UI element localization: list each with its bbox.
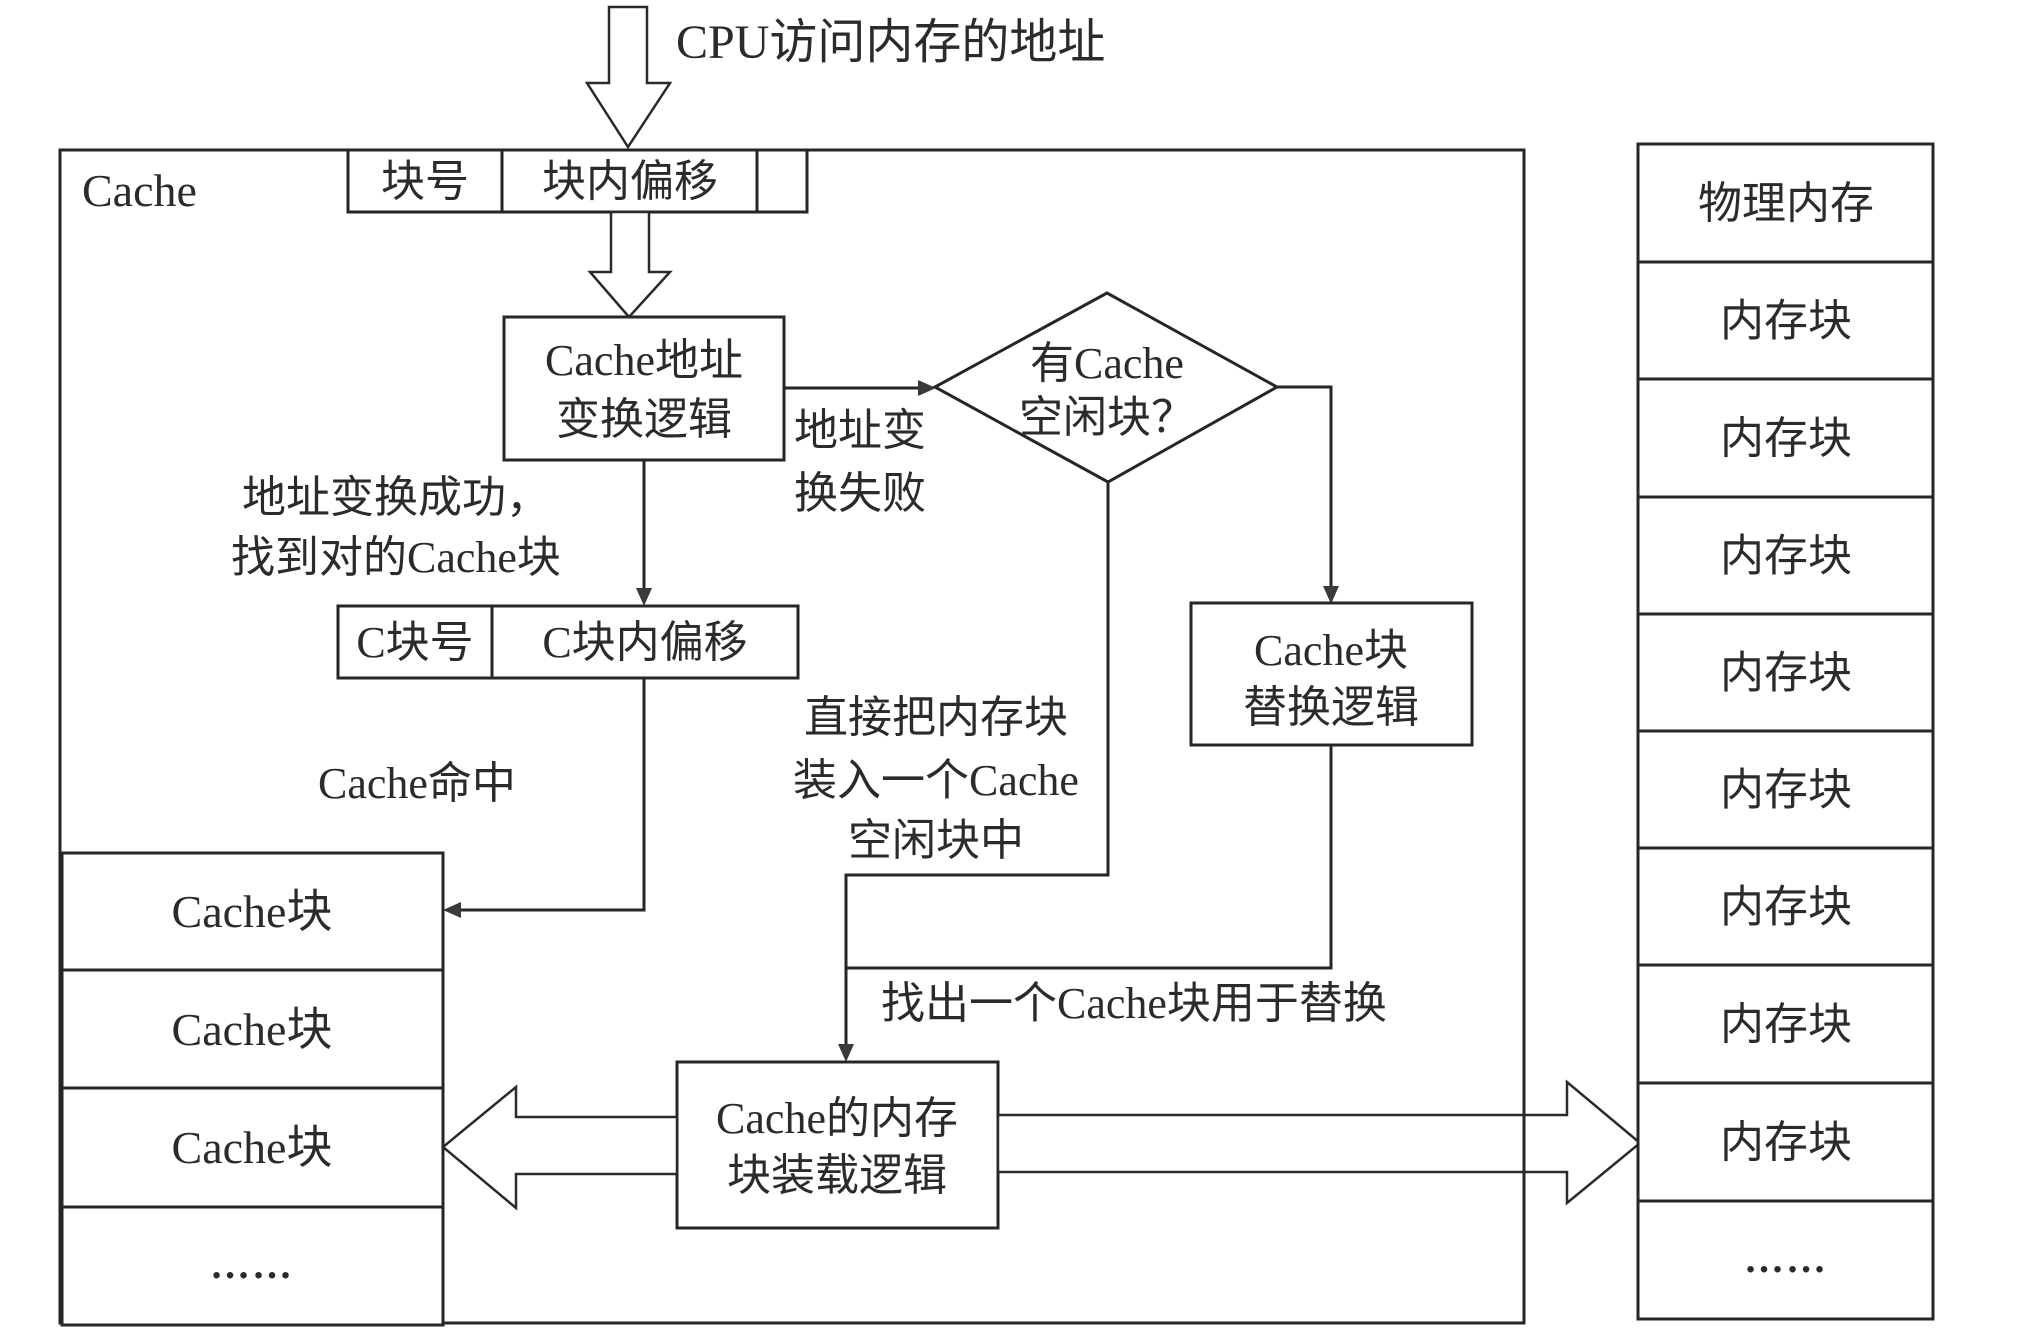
load-to-cache-arrow [441, 1084, 679, 1211]
memory-block: 内存块 [1720, 1000, 1852, 1049]
cache-block: Cache块 [172, 886, 333, 937]
replacement-logic-line2: 替换逻辑 [1243, 683, 1419, 732]
memory-block: 内存块 [1720, 532, 1852, 581]
address-to-logic-arrow [587, 210, 673, 319]
physical-memory-column: 物理内存内存块内存块内存块内存块内存块内存块内存块内存块…… [1636, 142, 1935, 1321]
memory-block: 内存块 [1720, 297, 1852, 346]
memory-block-ellipsis: …… [1744, 1236, 1828, 1281]
cache-block: Cache块 [172, 1122, 333, 1173]
load-free-label-line1: 直接把内存块 [804, 693, 1068, 742]
no-free-block-connector [1277, 385, 1333, 588]
arrowhead-icon [918, 380, 936, 396]
cache-address-fields-bar: C块号 C块内偏移 [336, 604, 800, 680]
replacement-label: 找出一个Cache块用于替换 [881, 979, 1387, 1028]
arrowhead-icon [838, 1044, 854, 1062]
cache-block-ellipsis: …… [210, 1242, 294, 1287]
block-offset-field: 块内偏移 [542, 157, 718, 206]
cache-block-offset-field: C块内偏移 [542, 618, 747, 667]
decision-line1: 有Cache [1030, 339, 1184, 388]
translate-fail-label-line2: 换失败 [794, 469, 926, 518]
arrowhead-icon [443, 902, 461, 918]
memory-block: 内存块 [1720, 414, 1852, 463]
translate-fail-label-line1: 地址变 [794, 406, 926, 455]
cache-block: Cache块 [172, 1004, 333, 1055]
free-block-decision: 有Cache 空闲块？ [931, 291, 1281, 484]
memory-block: 内存块 [1720, 649, 1852, 698]
physical-memory-title: 物理内存 [1698, 179, 1874, 228]
load-free-label-line3: 空闲块中 [848, 816, 1024, 865]
address-logic-line2: 变换逻辑 [556, 395, 732, 444]
cache-hit-label: Cache命中 [318, 759, 516, 808]
address-fields-bar: 块号 块内偏移 [346, 148, 809, 214]
replacement-connector [846, 745, 1333, 970]
load-logic-line2: 块装载逻辑 [727, 1151, 947, 1200]
replacement-logic-box: Cache块 替换逻辑 [1189, 601, 1474, 747]
block-number-field: 块号 [381, 157, 469, 206]
load-to-memory-arrow [996, 1079, 1642, 1206]
replacement-logic-line1: Cache块 [1254, 626, 1408, 675]
cache-blocks-column: Cache块 Cache块 Cache块 …… [60, 851, 445, 1327]
memory-block: 内存块 [1720, 766, 1852, 815]
input-address-arrow [584, 5, 673, 150]
input-address-label: CPU访问内存的地址 [676, 16, 1105, 69]
memory-block: 内存块 [1720, 883, 1852, 932]
address-translation-logic-box: Cache地址 变换逻辑 [502, 315, 786, 462]
cache-title: Cache [82, 165, 197, 216]
load-free-label-line2: 装入一个Cache [793, 756, 1079, 805]
translate-success-label-line2: 找到对的Cache块 [231, 533, 561, 582]
cache-block-number-field: C块号 [356, 618, 473, 667]
load-logic-line1: Cache的内存 [716, 1094, 958, 1143]
cache-hit-connector [459, 678, 646, 912]
decision-line2: 空闲块？ [1019, 393, 1195, 442]
translate-success-label-line1: 地址变换成功， [242, 473, 550, 522]
memory-block: 内存块 [1720, 1118, 1852, 1167]
arrowhead-icon [1323, 586, 1339, 604]
free-block-connector [844, 482, 1110, 1046]
load-logic-box: Cache的内存 块装载逻辑 [675, 1060, 1000, 1230]
address-logic-line1: Cache地址 [545, 336, 743, 385]
arrowhead-icon [636, 588, 652, 606]
